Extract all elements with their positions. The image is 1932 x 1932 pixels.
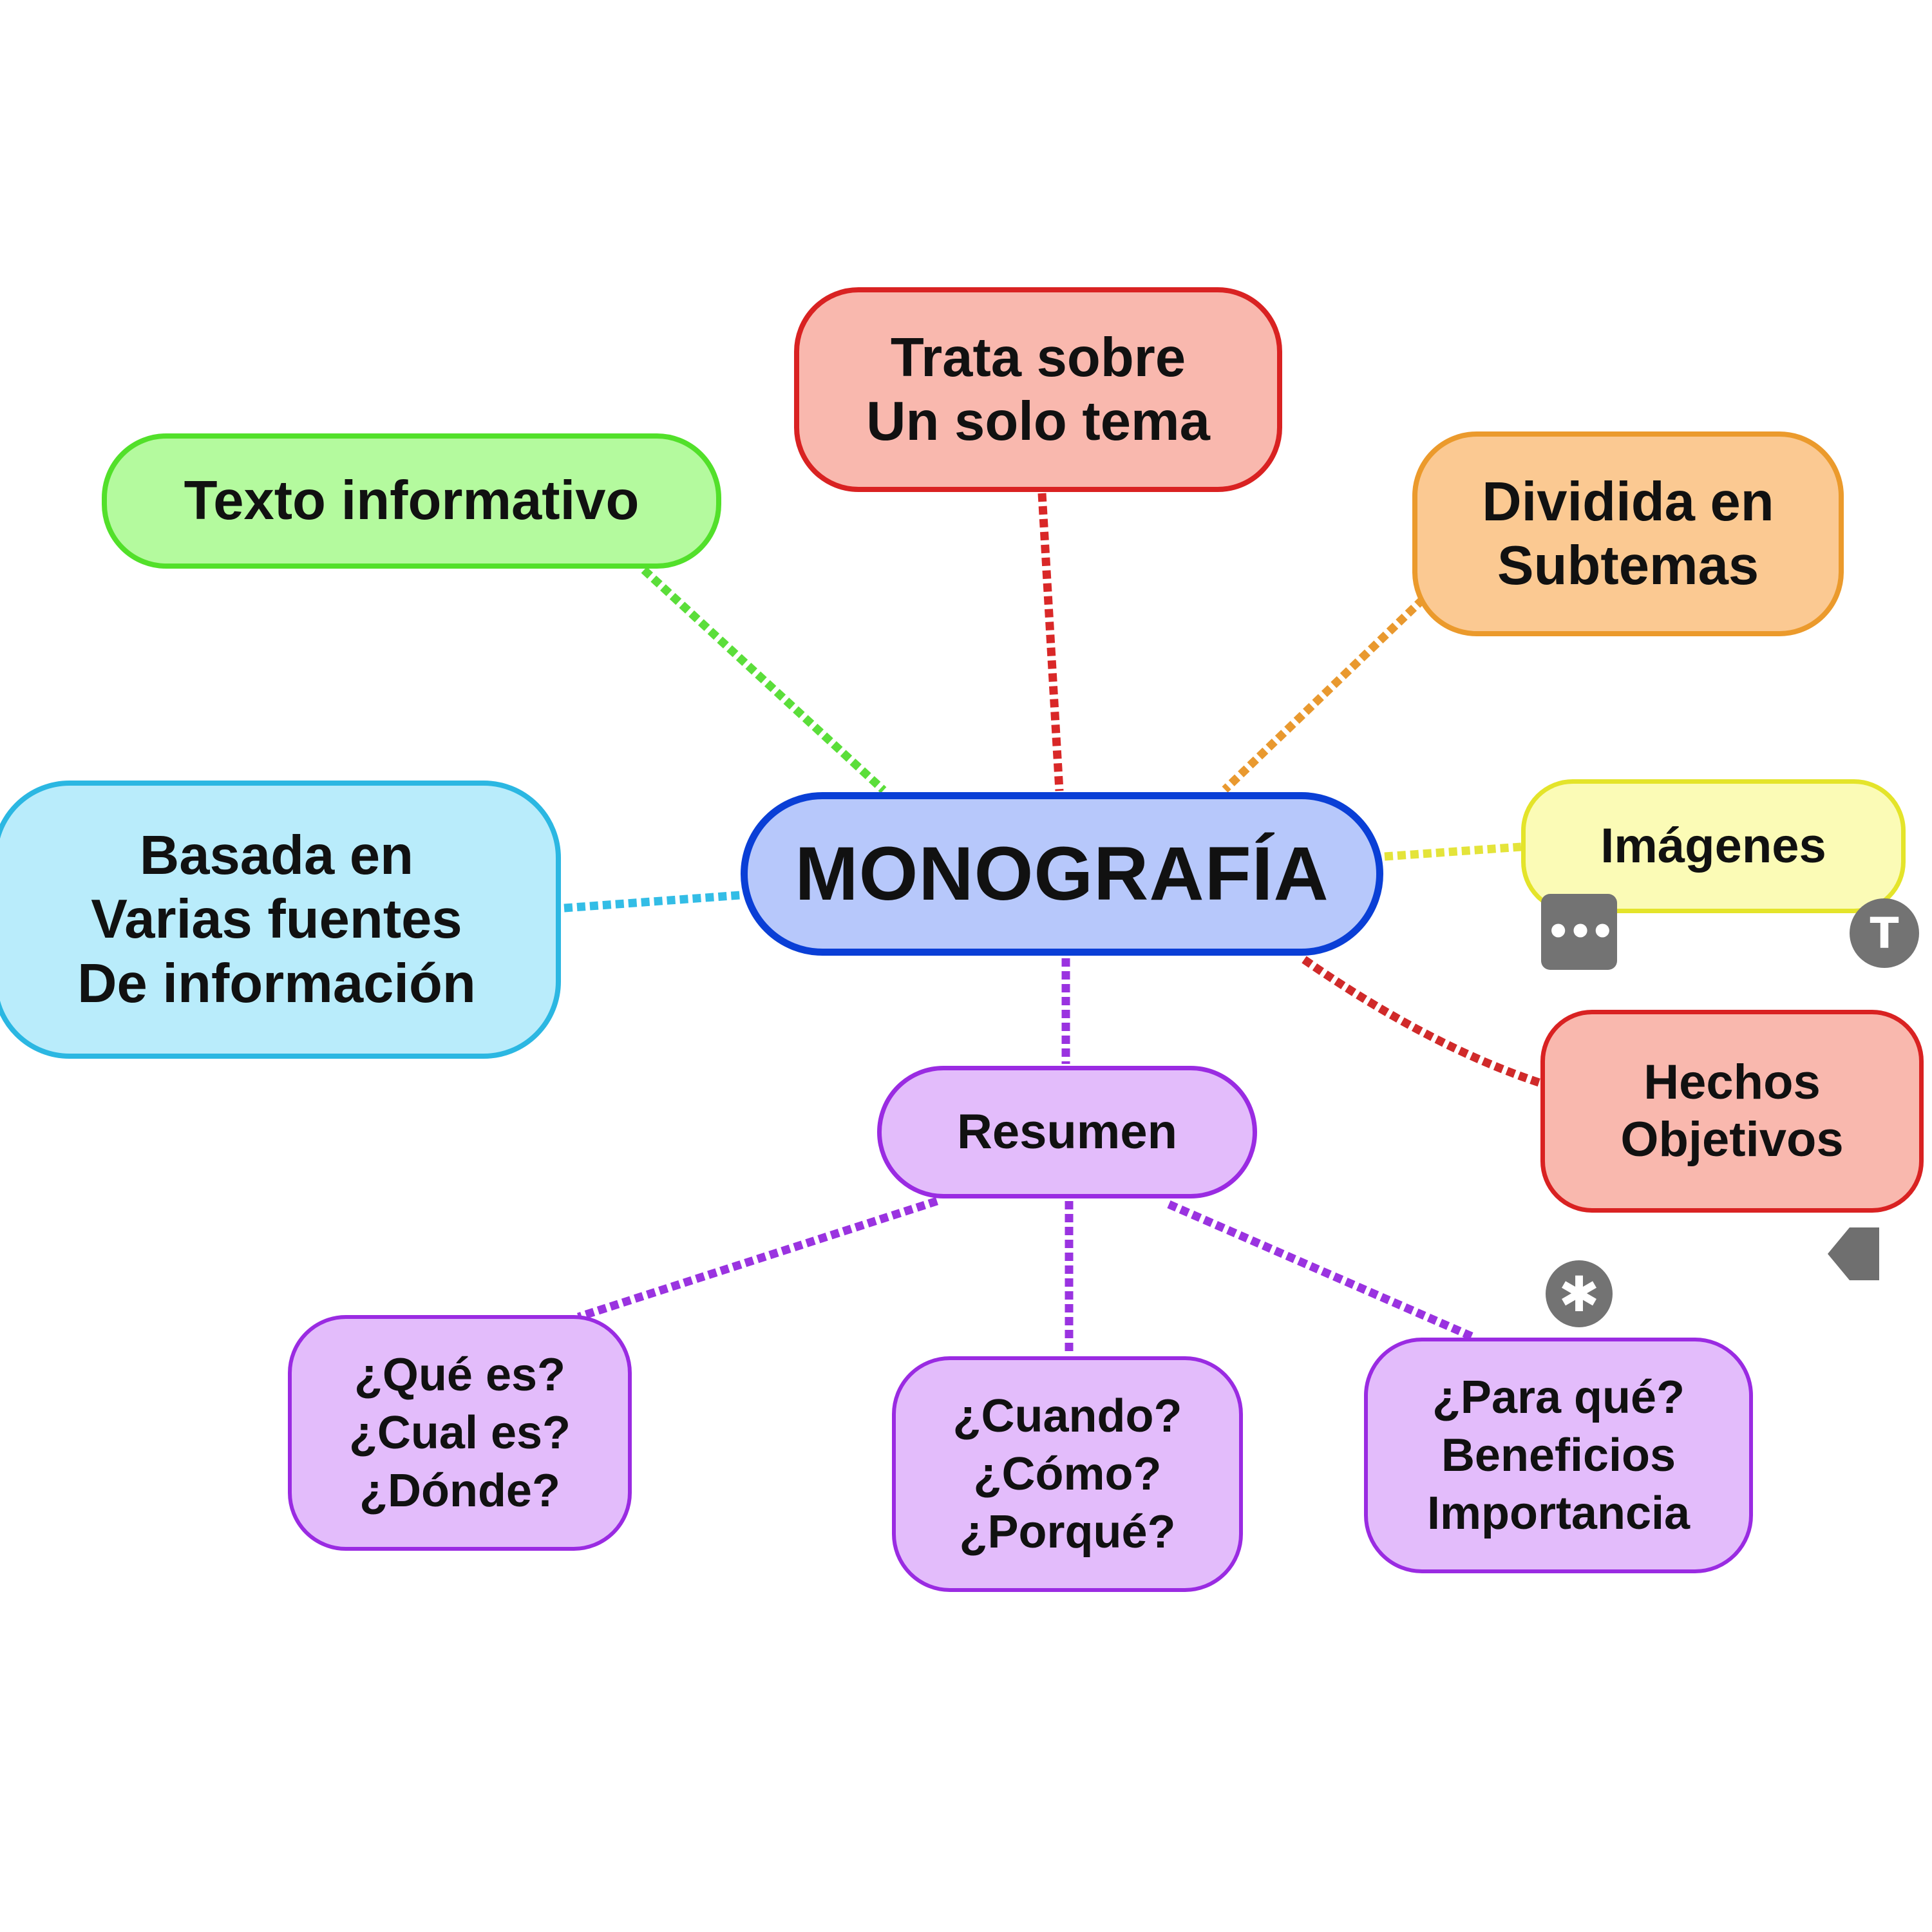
link-hechos [1302, 956, 1543, 1088]
subtopic-label: ¿Qué es? ¿Cual es? ¿Dónde? [348, 1349, 571, 1517]
link-texto [641, 567, 887, 793]
subtopic-cuando[interactable]: ¿Cuando? ¿Cómo? ¿Porqué? [892, 1356, 1243, 1592]
topic-trata-sobre[interactable]: Trata sobre Un solo tema [794, 287, 1282, 492]
central-topic-monografia[interactable]: MONOGRAFÍA [741, 792, 1383, 956]
topic-resumen[interactable]: Resumen [877, 1066, 1257, 1198]
topic-label: Resumen [956, 1104, 1178, 1159]
central-topic-label: MONOGRAFÍA [795, 831, 1329, 916]
topic-label: Texto informativo [184, 470, 639, 532]
link-imagenes [1384, 842, 1522, 861]
link-dividida [1222, 596, 1426, 793]
topic-dividida-en-subtemas[interactable]: Dividida en Subtemas [1412, 431, 1844, 636]
link-basada [564, 891, 741, 913]
text-format-glyph: T [1870, 908, 1899, 958]
topic-hechos-objetivos[interactable]: Hechos Objetivos [1540, 1010, 1924, 1213]
asterisk-glyph: ✱ [1558, 1265, 1600, 1323]
topic-texto-informativo[interactable]: Texto informativo [102, 433, 721, 569]
link-que [577, 1197, 938, 1321]
link-trata [1037, 493, 1064, 791]
subtopic-label: ¿Para qué? Beneficios Importancia [1426, 1372, 1690, 1539]
link-para [1167, 1200, 1473, 1340]
text-format-icon[interactable]: T [1850, 898, 1919, 968]
topic-label: Imágenes [1600, 818, 1826, 873]
topic-label: Hechos Objetivos [1620, 1054, 1844, 1167]
subtopic-que-es[interactable]: ¿Qué es? ¿Cual es? ¿Dónde? [288, 1315, 632, 1551]
topic-imagenes[interactable]: Imágenes [1521, 779, 1906, 913]
subtopic-label: ¿Cuando? ¿Cómo? ¿Porqué? [952, 1390, 1182, 1558]
tag-icon[interactable] [1828, 1227, 1879, 1280]
more-options-icon[interactable]: ••• [1541, 894, 1617, 970]
topic-label: Dividida en Subtemas [1482, 471, 1774, 596]
asterisk-icon[interactable]: ✱ [1546, 1260, 1613, 1327]
topic-label: Basada en Varias fuentes De información [77, 824, 476, 1014]
subtopic-para-que[interactable]: ¿Para qué? Beneficios Importancia [1364, 1338, 1753, 1573]
more-options-glyph: ••• [1546, 909, 1615, 954]
topic-label: Trata sobre Un solo tema [866, 327, 1210, 452]
topic-basada-en-fuentes[interactable]: Basada en Varias fuentes De información [0, 781, 561, 1059]
